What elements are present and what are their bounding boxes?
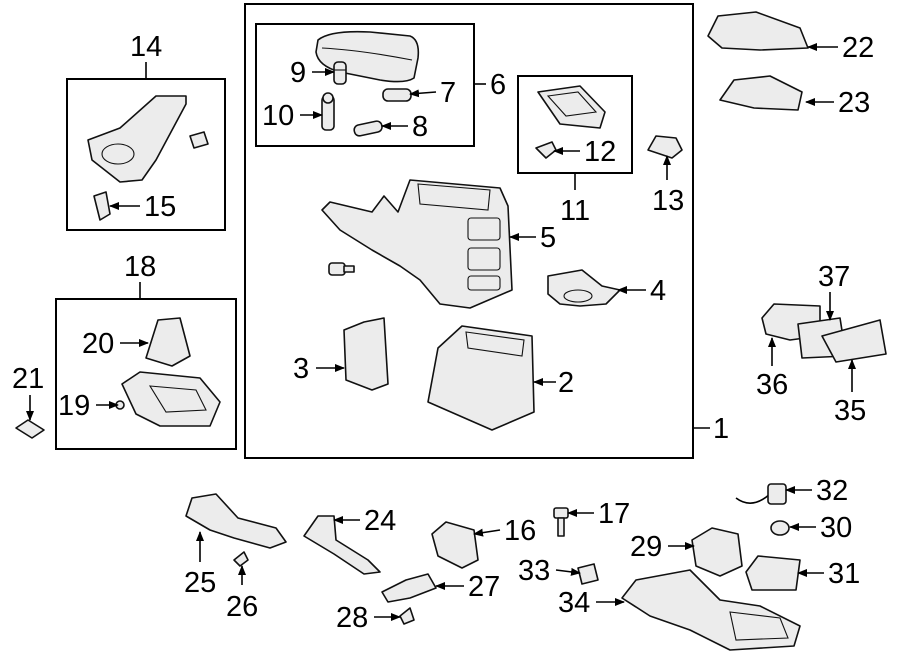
- clip-28-part: [399, 607, 415, 625]
- console-screw-part: [328, 262, 355, 276]
- console-base-part: [427, 325, 535, 431]
- callout-35: 35: [834, 395, 866, 427]
- callout-31: 31: [828, 558, 860, 590]
- rear-cup-holder-part: [87, 95, 187, 183]
- callout-14: 14: [130, 31, 162, 63]
- top-cover-part: [707, 11, 809, 51]
- cup-holder-part: [537, 85, 606, 129]
- callout-3: 3: [293, 353, 309, 385]
- callout-9: 9: [290, 57, 306, 89]
- floor-bracket-34-part: [621, 569, 801, 651]
- callout-18: 18: [124, 251, 156, 283]
- callout-17: 17: [598, 498, 630, 530]
- side-panel-part: [343, 317, 389, 391]
- harness-32-part: [735, 483, 787, 505]
- console-assembly-box: [244, 3, 694, 459]
- callout-4: 4: [650, 275, 666, 307]
- callout-34: 34: [558, 587, 590, 619]
- bracket-16-part: [431, 521, 479, 569]
- callout-23: 23: [838, 87, 870, 119]
- bracket-27-part: [381, 573, 437, 603]
- cup-holder-insert-part: [189, 131, 209, 149]
- callout-8: 8: [412, 111, 428, 143]
- callout-21: 21: [12, 363, 44, 395]
- hinge-pin-part: [321, 92, 335, 131]
- clip-26-part: [233, 551, 249, 567]
- leader-7: [409, 89, 437, 98]
- callout-5: 5: [540, 222, 556, 254]
- rear-cup-holder-clip-part: [93, 191, 111, 221]
- callout-28: 28: [336, 602, 368, 634]
- callout-33: 33: [518, 555, 550, 587]
- callout-36: 36: [756, 369, 788, 401]
- rod-pin-part: [353, 120, 383, 137]
- plug-part: [15, 419, 45, 439]
- switch-part: [647, 135, 683, 159]
- callout-29: 29: [630, 531, 662, 563]
- callout-37: 37: [818, 261, 850, 293]
- callout-15: 15: [144, 191, 176, 223]
- shift-boot-part: [145, 317, 191, 367]
- bracket-24-part: [303, 515, 381, 575]
- lower-cover-part: [719, 75, 803, 111]
- callout-13: 13: [652, 185, 684, 217]
- callout-20: 20: [82, 328, 114, 360]
- leader-33: [555, 567, 581, 576]
- callout-2: 2: [558, 367, 574, 399]
- armrest-group-box: [255, 23, 475, 147]
- lock-cylinder-part: [333, 61, 347, 85]
- callout-27: 27: [468, 571, 500, 603]
- callout-6: 6: [490, 69, 506, 101]
- cup-holder-clip-part: [535, 141, 557, 159]
- callout-16: 16: [504, 515, 536, 547]
- callout-11: 11: [560, 195, 590, 227]
- callout-7: 7: [440, 77, 456, 109]
- callout-1: 1: [713, 413, 729, 445]
- bracket-25-part: [185, 493, 287, 549]
- clip-33-part: [577, 563, 599, 585]
- callout-25: 25: [184, 567, 216, 599]
- console-body-part: [321, 179, 513, 309]
- console-bracket-part: [547, 269, 621, 307]
- shift-bezel-part: [121, 371, 221, 427]
- bezel-31-part: [745, 555, 801, 591]
- bezel-35-part: [821, 319, 887, 363]
- callout-26: 26: [226, 591, 258, 623]
- spring-pin-part: [382, 88, 412, 102]
- callout-12: 12: [584, 136, 616, 168]
- callout-22: 22: [842, 32, 874, 64]
- callout-10: 10: [262, 100, 294, 132]
- callout-19: 19: [58, 390, 90, 422]
- shift-boot-group-box: [55, 298, 237, 450]
- bolt-17-part: [553, 507, 569, 537]
- holder-29-part: [691, 527, 743, 577]
- callout-30: 30: [820, 512, 852, 544]
- callout-24: 24: [364, 505, 396, 537]
- knob-30-part: [770, 520, 790, 536]
- callout-32: 32: [816, 475, 848, 507]
- armrest-lid-part: [315, 30, 420, 83]
- leader-16: [473, 528, 501, 537]
